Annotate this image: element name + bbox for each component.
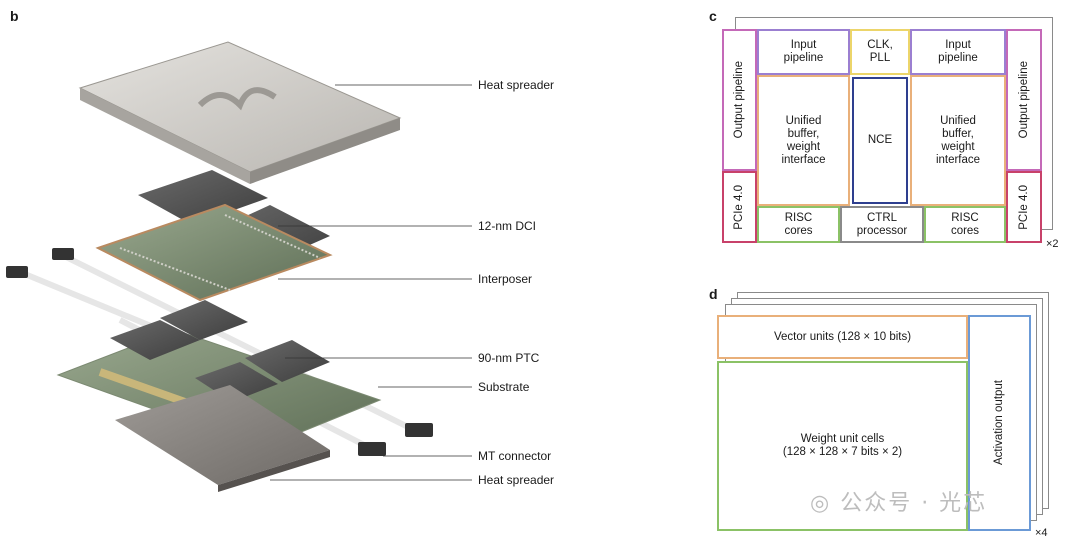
risc-cores-left: RISC cores (757, 206, 840, 243)
interposer (95, 203, 333, 302)
nce: NCE (852, 77, 908, 204)
input-pipeline-left: Input pipeline (757, 29, 850, 75)
pcie-right: PCIe 4.0 (1006, 171, 1042, 243)
label-12nm-dci: 12-nm DCI (478, 219, 537, 233)
clk-pll: CLK, PLL (850, 29, 910, 75)
label-heat-spreader-bottom: Heat spreader (478, 473, 555, 487)
label-90nm-ptc: 90-nm PTC (478, 351, 540, 365)
label-heat-spreader-top: Heat spreader (478, 78, 555, 92)
label-substrate: Substrate (478, 380, 530, 394)
wechat-watermark: ◎ 公众号 · 光芯 (810, 491, 988, 516)
unified-buffer-left: Unified buffer, weight interface (757, 75, 850, 206)
input-pipeline-right: Input pipeline (910, 29, 1006, 75)
chip-multiplier: ×2 (1046, 238, 1059, 250)
leader-lines (270, 84, 472, 481)
weight-unit-cells: Weight unit cells (128 × 128 × 7 bits × … (717, 361, 968, 531)
top-heat-spreader (78, 41, 402, 184)
array-multiplier: ×4 (1035, 527, 1048, 539)
ctrl-processor: CTRL processor (840, 206, 924, 243)
risc-cores-right: RISC cores (924, 206, 1006, 243)
wechat-icon: ◎ (810, 491, 832, 516)
bottom-heat-spreader (115, 385, 330, 492)
label-mt-connector: MT connector (478, 449, 552, 463)
panel-c-letter: c (709, 8, 717, 24)
panel-d-letter: d (709, 286, 718, 302)
ptc-chips (110, 300, 330, 402)
pcie-left: PCIe 4.0 (722, 171, 757, 243)
vector-units: Vector units (128 × 10 bits) (717, 315, 968, 359)
output-pipeline-right: Output pipeline (1006, 29, 1042, 171)
unified-buffer-right: Unified buffer, weight interface (910, 75, 1006, 206)
exploded-package-illustration (6, 41, 472, 492)
panel-b-letter: b (10, 8, 19, 24)
output-pipeline-left: Output pipeline (722, 29, 757, 171)
label-interposer: Interposer (478, 272, 533, 286)
activation-output: Activation output (968, 315, 1031, 531)
